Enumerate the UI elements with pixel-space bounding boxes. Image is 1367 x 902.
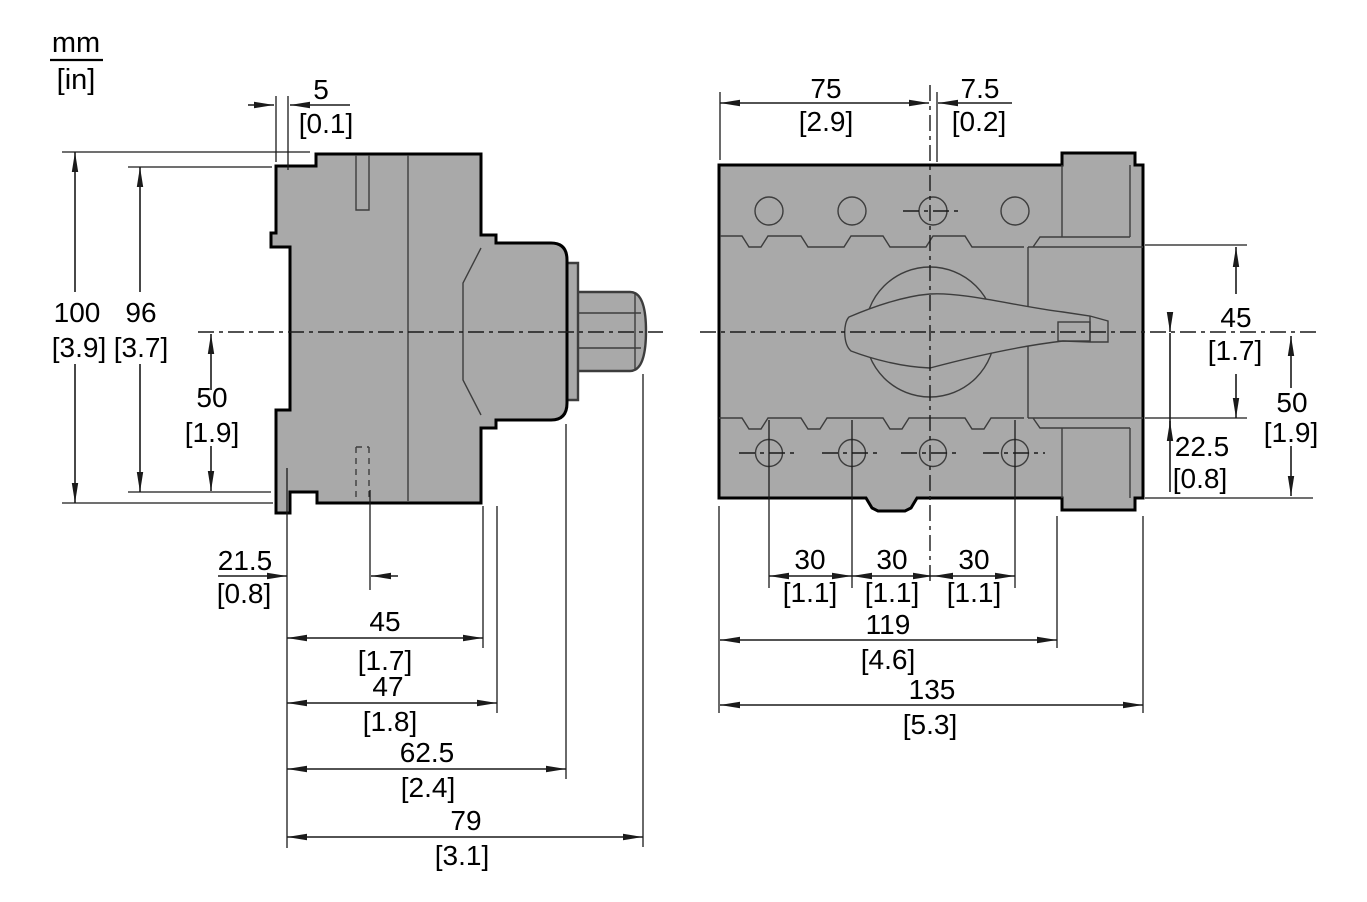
front-dimensions: 75 [2.9] 7.5 [0.2] 30 [1.1] 30 [1.1] 30 … (718, 73, 1318, 740)
side-body (269, 152, 569, 515)
dim-45-side-in: [1.7] (358, 645, 412, 676)
front-bottom-strip-contour (719, 417, 1024, 430)
dim-45-front-in: [1.7] (1208, 335, 1262, 366)
side-dimensions: 5 [0.1] 100 [3.9] 96 [3.7] 50 [1.9] 21.5… (52, 74, 644, 871)
dim-119-in: [4.6] (861, 644, 915, 675)
unit-in-label: [in] (57, 64, 96, 96)
dim-135-in: [5.3] (903, 709, 957, 740)
dim-75-mm: 75 (810, 73, 841, 104)
front-top-screw-1 (754, 196, 784, 226)
dim-62-5-in: [2.4] (401, 772, 455, 803)
front-top-screw-2 (837, 196, 867, 226)
dim-75-in: [2.9] (799, 106, 853, 137)
dim-79-mm: 79 (450, 805, 481, 836)
dim-30-1-in: [1.1] (783, 577, 837, 608)
dim-21-5-in: [0.8] (217, 578, 271, 609)
rotary-handle (844, 293, 1109, 369)
side-hidden-slot (355, 446, 370, 501)
dim-50-side-mm: 50 (196, 382, 227, 413)
dim-135-mm: 135 (909, 674, 956, 705)
dim-119-mm: 119 (866, 609, 911, 640)
dim-30-3-mm: 30 (958, 544, 989, 575)
side-extension-lines (62, 96, 644, 848)
unit-legend: mm [in] (50, 27, 103, 96)
dim-30-2-in: [1.1] (865, 577, 919, 608)
dim-45-side-mm: 45 (369, 606, 400, 637)
dim-96-in: [3.7] (114, 332, 168, 363)
dim-22-5-in: [0.8] (1173, 463, 1227, 494)
side-shaft-facets (578, 293, 641, 370)
dim-50-side-in: [1.9] (185, 417, 239, 448)
dim-5-in: [0.1] (299, 108, 353, 139)
dim-79-in: [3.1] (435, 840, 489, 871)
dim-47-in: [1.8] (363, 706, 417, 737)
front-bottom-right-block (1028, 417, 1143, 498)
dim-50-front-mm: 50 (1276, 387, 1307, 418)
dim-62-5-mm: 62.5 (400, 737, 455, 768)
dim-7-5-mm: 7.5 (961, 73, 1000, 104)
front-top-right-block (1028, 165, 1143, 248)
dim-30-3-in: [1.1] (947, 577, 1001, 608)
front-extension-lines (718, 92, 1313, 713)
dim-45-front-mm: 45 (1220, 302, 1251, 333)
front-top-screw-4 (1000, 196, 1030, 226)
side-view (269, 152, 648, 515)
dim-96-mm: 96 (125, 297, 156, 328)
dim-21-5-mm: 21.5 (218, 545, 273, 576)
dim-50-front-in: [1.9] (1264, 417, 1318, 448)
unit-mm-label: mm (52, 27, 100, 59)
dim-100-in: [3.9] (52, 332, 106, 363)
dim-30-2-mm: 30 (876, 544, 907, 575)
dim-22-5-mm: 22.5 (1175, 431, 1230, 462)
dim-100-mm: 100 (54, 297, 101, 328)
dim-5-mm: 5 (313, 74, 329, 105)
front-top-strip-contour (720, 235, 1024, 248)
dim-7-5-in: [0.2] (952, 106, 1006, 137)
side-top-slot (355, 155, 370, 211)
dim-47-mm: 47 (372, 671, 403, 702)
dim-30-1-mm: 30 (794, 544, 825, 575)
